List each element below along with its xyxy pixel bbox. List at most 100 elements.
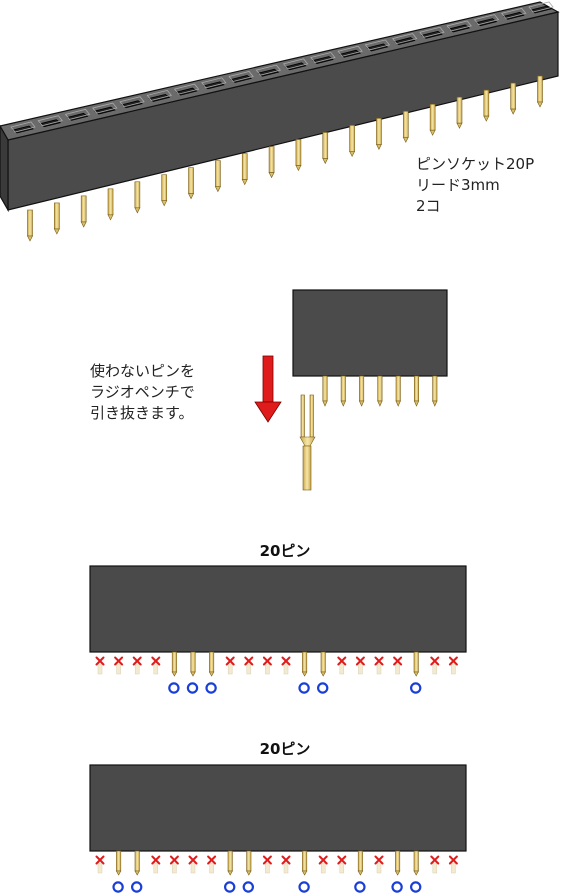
removed-pin — [430, 656, 440, 675]
socket-pin — [537, 75, 543, 108]
instruction-line1: 使わないピンを — [90, 362, 196, 380]
removed-pin — [132, 656, 142, 675]
circle-icon — [242, 881, 254, 893]
removed-pin — [151, 656, 161, 675]
cross-icon — [132, 656, 142, 666]
socket-pin — [161, 174, 168, 207]
removed-pin — [262, 855, 272, 874]
circle-icon — [205, 682, 217, 694]
socket-pin — [188, 167, 195, 200]
removed-pin — [169, 855, 179, 874]
instruction-line2: ラジオペンチで — [90, 383, 195, 401]
socket-pin — [510, 82, 517, 115]
circle-icon — [298, 881, 310, 893]
circle-icon — [410, 881, 422, 893]
small-socket-pin — [432, 375, 438, 407]
socket-hole — [528, 1, 554, 14]
kept-pin — [357, 850, 364, 876]
cross-icon — [95, 855, 105, 865]
kept-pin — [190, 651, 196, 677]
socket-hole — [446, 20, 472, 33]
cross-icon — [281, 855, 291, 865]
instruction-text: 使わないピンを ラジオペンチで 引き抜きます。 — [90, 361, 195, 424]
removed-pin — [318, 855, 328, 874]
cross-icon — [151, 656, 161, 666]
kept-pin — [394, 850, 401, 876]
socket-pin — [80, 195, 87, 228]
cross-icon — [374, 656, 384, 666]
socket-hole — [501, 7, 527, 20]
small-socket-body — [292, 289, 448, 377]
cross-icon — [448, 855, 458, 865]
socket-hole — [282, 58, 309, 71]
cross-icon — [448, 656, 458, 666]
socket-hole — [146, 89, 173, 102]
instruction-line3: 引き抜きます。 — [90, 404, 194, 422]
removed-pin — [448, 656, 458, 675]
removed-pin — [95, 855, 105, 874]
cross-icon — [262, 855, 272, 865]
kept-pin — [320, 651, 326, 677]
socket-pin — [483, 89, 490, 122]
cross-icon — [95, 656, 105, 666]
cross-icon — [337, 656, 347, 666]
socket-pin — [53, 202, 60, 235]
socket-pin — [134, 181, 141, 214]
socket-pin — [456, 96, 463, 129]
cross-icon — [244, 656, 254, 666]
kept-pin — [413, 850, 419, 876]
cross-icon — [114, 656, 124, 666]
removed-pin — [244, 656, 254, 675]
small-socket-pin — [377, 375, 383, 407]
socket-hole — [337, 45, 363, 58]
small-socket-pin — [413, 375, 420, 407]
socket-hole — [419, 26, 445, 39]
down-arrow-icon — [254, 355, 282, 423]
removed-pin — [281, 855, 291, 874]
socket-hole — [310, 52, 336, 64]
socket-hole — [37, 115, 63, 128]
removed-pin — [337, 656, 347, 675]
cross-icon — [225, 656, 235, 666]
removed-pin — [393, 656, 403, 675]
cross-icon — [393, 656, 403, 666]
cross-icon — [169, 855, 179, 865]
socket-pin — [429, 103, 436, 136]
cross-icon — [207, 855, 217, 865]
socket-pin — [27, 209, 33, 242]
kept-pin — [208, 651, 215, 677]
socket-hole — [228, 71, 254, 83]
socket-hole — [10, 121, 36, 134]
removed-pin — [151, 855, 161, 874]
socket-caption-line2: リード3mm — [416, 176, 500, 194]
cross-icon — [318, 855, 328, 865]
removed-pin — [225, 656, 235, 675]
cross-icon — [374, 855, 384, 865]
kept-pin — [227, 850, 233, 876]
kept-pin — [171, 651, 178, 677]
cross-icon — [430, 855, 440, 865]
circle-icon — [317, 682, 329, 694]
socket-hole — [473, 14, 500, 27]
removed-pin — [281, 656, 291, 675]
small-socket-pin — [395, 375, 401, 407]
extracted-pin — [299, 394, 316, 491]
socket-hole — [391, 33, 418, 46]
socket-hole — [119, 96, 145, 109]
socket-pin — [375, 118, 382, 150]
socket-pin — [349, 125, 356, 158]
cross-icon — [355, 656, 365, 666]
cross-icon — [262, 656, 272, 666]
removed-pin — [95, 656, 105, 675]
removed-pin — [337, 855, 347, 874]
small-socket-pin — [340, 375, 346, 407]
circle-icon — [354, 881, 366, 893]
socket-hole — [92, 102, 118, 115]
cross-icon — [188, 855, 198, 865]
removed-pin — [448, 855, 458, 874]
socket-pin — [268, 146, 275, 179]
socket-body — [89, 565, 467, 653]
